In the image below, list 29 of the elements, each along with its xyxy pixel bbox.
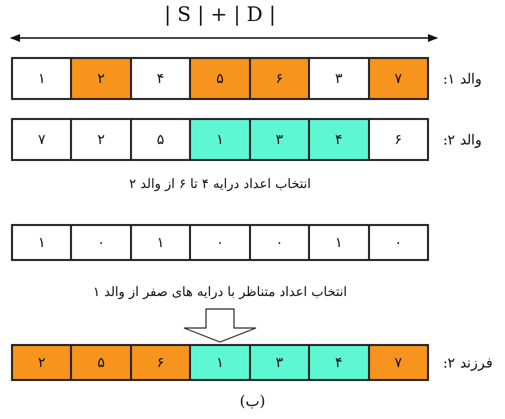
gene-bar bbox=[11, 57, 429, 100]
step-text: انتخاب اعداد درایه ۴ تا ۶ از والد ۲ bbox=[128, 177, 312, 192]
gene-cell: ۳ bbox=[248, 346, 308, 379]
gene-cell: ۳ bbox=[248, 120, 308, 159]
gene-cell: ۵ bbox=[130, 120, 190, 159]
gene-cell: ۱ bbox=[189, 346, 249, 379]
gene-cell: ۷ bbox=[368, 346, 427, 379]
gene-bar bbox=[11, 344, 429, 381]
row-label: فرزند ۲: bbox=[443, 354, 494, 371]
gene-cell: ۴ bbox=[308, 346, 368, 379]
gene-cell: ۴ bbox=[130, 59, 190, 98]
gene-cell: ۶ bbox=[130, 346, 190, 379]
figure-caption: (ب) bbox=[238, 392, 266, 410]
step-text: انتخاب اعداد متناظر با درایه های صفر از والد ۱ bbox=[60, 281, 380, 303]
gene-cell: ۲ bbox=[13, 346, 70, 379]
gene-cell: ۱ bbox=[130, 226, 190, 259]
gene-cell: ۶ bbox=[248, 59, 308, 98]
gene-cell: ۵ bbox=[189, 59, 249, 98]
block-arrow bbox=[183, 308, 257, 343]
gene-bar bbox=[11, 118, 429, 161]
gene-cell: ۱ bbox=[189, 120, 249, 159]
gene-cell: ۵ bbox=[70, 346, 130, 379]
gene-bar bbox=[11, 224, 429, 261]
gene-cell: ۴ bbox=[308, 120, 368, 159]
gene-cell: ۷ bbox=[368, 59, 427, 98]
row-label: والد ۱: bbox=[443, 70, 482, 87]
row-label: والد ۲: bbox=[443, 131, 482, 148]
gene-cell: ۲ bbox=[70, 59, 130, 98]
formula-label: | S | + | D | bbox=[163, 2, 277, 26]
